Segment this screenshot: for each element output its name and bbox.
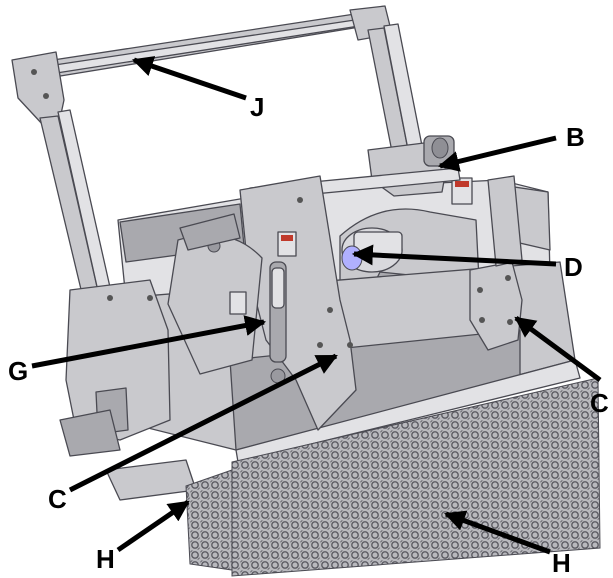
callout-arrows: [31, 56, 602, 555]
arrow-j: [132, 56, 247, 101]
callout-d: D: [564, 252, 583, 282]
callout-labels: J B D G C C H H: [8, 92, 609, 578]
callout-g: G: [8, 356, 28, 386]
arrow-g: [31, 315, 267, 369]
arrow-c-center: [68, 353, 338, 493]
callout-c-center: C: [48, 484, 67, 514]
arrow-h-right: [444, 510, 551, 555]
callout-b: B: [566, 122, 585, 152]
arrow-d: [351, 244, 557, 267]
callout-h-left: H: [96, 544, 115, 574]
callout-h-right: H: [552, 548, 571, 578]
left-mount-plate: [59, 279, 197, 501]
chain-curtain: [185, 377, 601, 577]
callout-c-right: C: [590, 388, 609, 418]
top-frame: [11, 5, 427, 303]
callout-j: J: [250, 92, 264, 122]
arrow-c-right: [514, 315, 602, 383]
arrow-b: [437, 135, 557, 172]
arrow-h-left: [116, 499, 190, 553]
left-arm-cylinder: [167, 213, 287, 384]
